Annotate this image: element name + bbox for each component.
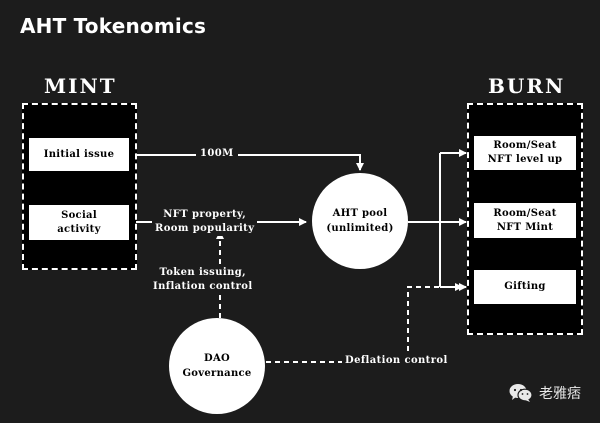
watermark-text: 老雅痞	[539, 386, 581, 402]
dao-deflation-dashed-line	[266, 283, 463, 363]
social-activity-box: Social activity	[29, 205, 129, 240]
page-title: AHT Tokenomics	[20, 14, 207, 38]
gifting-box: Gifting	[474, 270, 576, 304]
aht-pool-circle: AHT pool (unlimited)	[312, 173, 408, 269]
dao-governance-circle: DAO Governance	[169, 318, 265, 414]
token-issuing-label: Token issuing, Inflation control	[150, 266, 256, 294]
amount-label: 100M	[196, 147, 238, 161]
nft-property-label: NFT property, Room popularity	[152, 208, 258, 236]
nft-mint-box: Room/Seat NFT Mint	[474, 203, 576, 238]
mint-heading: MINT	[44, 74, 117, 98]
burn-heading: BURN	[488, 74, 566, 98]
initial-issue-box: Initial issue	[29, 138, 129, 171]
initial-issue-arrow	[136, 154, 364, 171]
nft-level-up-box: Room/Seat NFT level up	[474, 136, 576, 170]
mint-group	[22, 103, 137, 270]
wechat-icon	[509, 384, 533, 402]
deflation-label: Deflation control	[342, 354, 451, 368]
watermark: 老雅痞	[509, 383, 581, 403]
